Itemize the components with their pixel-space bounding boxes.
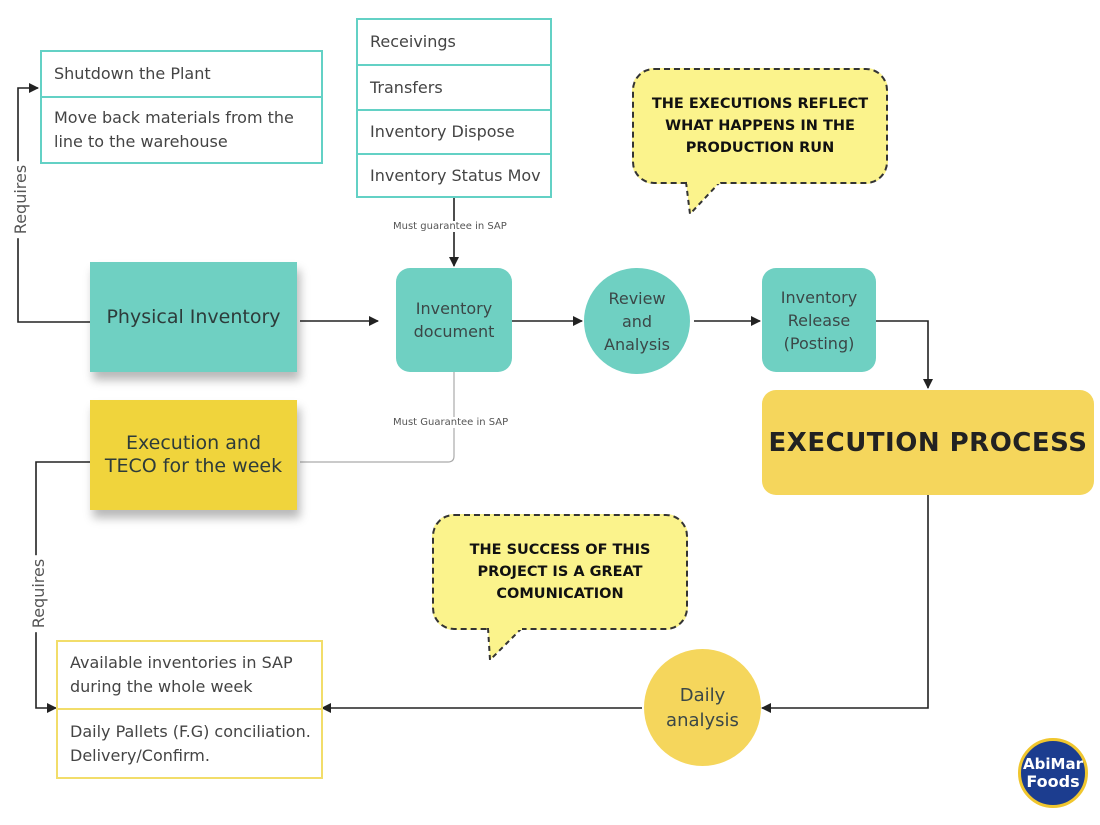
execution-process-node: EXECUTION PROCESS (762, 390, 1094, 495)
logo-text: AbiMar (1023, 755, 1083, 773)
connector-teco-to-document (300, 372, 455, 463)
edge-label-requires: Requires (29, 554, 49, 633)
movements-list: Receivings Transfers Inventory Dispose I… (356, 18, 552, 198)
edge-label-must-guarantee: Must guarantee in SAP (391, 221, 509, 232)
list-item: Receivings (370, 32, 456, 51)
callout-tail (685, 180, 721, 217)
list-item: Inventory Dispose (358, 109, 550, 153)
list-item: Inventory Status Mov (358, 153, 550, 196)
list-item: Shutdown the Plant (54, 64, 211, 83)
callout-executions: THE EXECUTIONS REFLECT WHAT HAPPENS IN T… (632, 68, 888, 184)
inventory-document-node: Inventory document (396, 268, 512, 372)
list-item: Transfers (358, 64, 550, 109)
edge-label-requires: Requires (11, 160, 31, 239)
weekly-inventory-list: Available inventories in SAP during the … (56, 640, 323, 779)
callout-tail (487, 626, 523, 663)
list-item: Move back materials from the line to the… (42, 96, 321, 162)
abimar-foods-logo: AbiMar Foods (1018, 738, 1088, 808)
edge-label-must-guarantee: Must Guarantee in SAP (391, 417, 511, 428)
execution-teco-note: Execution and TECO for the week (90, 400, 297, 510)
logo-text: Foods (1026, 772, 1080, 791)
review-analysis-node: Review and Analysis (584, 268, 690, 374)
callout-success: THE SUCCESS OF THIS PROJECT IS A GREAT C… (432, 514, 688, 630)
connector-execution-to-daily (761, 495, 929, 713)
plant-shutdown-list: Shutdown the Plant Move back materials f… (40, 50, 323, 164)
connector-release-to-execution (876, 320, 933, 389)
inventory-release-node: Inventory Release (Posting) (762, 268, 876, 372)
daily-analysis-node: Daily analysis (644, 649, 761, 766)
physical-inventory-note: Physical Inventory (90, 262, 297, 372)
list-item: Available inventories in SAP during the … (70, 653, 293, 696)
list-item: Daily Pallets (F.G) conciliation. Delive… (58, 708, 321, 777)
